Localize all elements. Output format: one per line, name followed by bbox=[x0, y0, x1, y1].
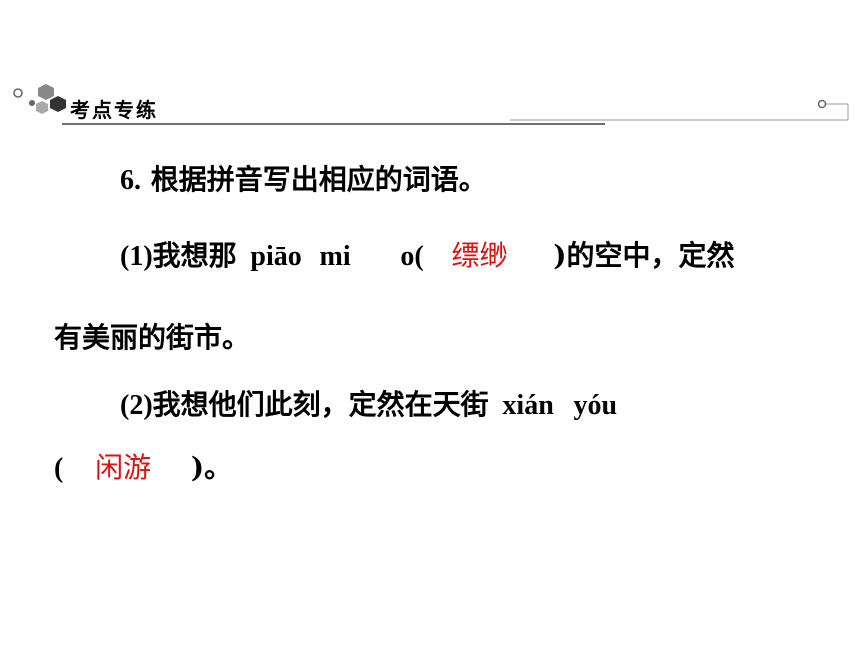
item1-text-before: 我想那 bbox=[152, 239, 237, 272]
question-number: 6 bbox=[120, 165, 134, 196]
right-circle-icon bbox=[817, 99, 827, 109]
item1-pinyin-b: mi bbox=[319, 241, 351, 272]
item2-text-before: 我想他们此刻，定然在天街 bbox=[152, 388, 489, 421]
item2-answer-line: ( 闲游 )。 bbox=[54, 448, 232, 489]
hexagon-icon-light bbox=[36, 101, 48, 114]
item2-label: (2) bbox=[120, 390, 153, 421]
item2-text-after: )。 bbox=[190, 451, 233, 484]
section-header: 考点专练 bbox=[0, 0, 860, 140]
hexagon-icon bbox=[38, 84, 54, 100]
item2-pinyin-a: xián bbox=[502, 390, 554, 421]
item2-answer: 闲游 bbox=[95, 451, 152, 484]
item1-text-after: )的空中，定然 bbox=[553, 239, 735, 272]
dot-icon bbox=[29, 100, 35, 106]
header-title: 考点专练 bbox=[70, 98, 158, 122]
item2-pinyin-b: yóu bbox=[573, 390, 618, 421]
item1-continuation: 有美丽的街市。 bbox=[54, 321, 251, 354]
item2-open-paren: ( bbox=[54, 453, 64, 484]
header-decoration bbox=[13, 84, 849, 125]
item1-label: (1) bbox=[120, 241, 153, 272]
small-circle-icon bbox=[13, 88, 23, 98]
question-prompt: 根据拼音写出相应的词语。 bbox=[150, 163, 487, 196]
question-line: 6. 根据拼音写出相应的词语。 bbox=[120, 163, 487, 196]
hexagon-icon-dark bbox=[50, 96, 66, 112]
item1-pinyin-c: o( bbox=[400, 241, 424, 272]
item1-line: (1)我想那 piāo mi o( 缥缈 )的空中，定然 bbox=[120, 236, 734, 277]
item1-answer: 缥缈 bbox=[451, 239, 508, 272]
item1-pinyin-a: piāo bbox=[250, 241, 302, 272]
item2-line: (2)我想他们此刻，定然在天街 xián yóu bbox=[120, 385, 617, 426]
